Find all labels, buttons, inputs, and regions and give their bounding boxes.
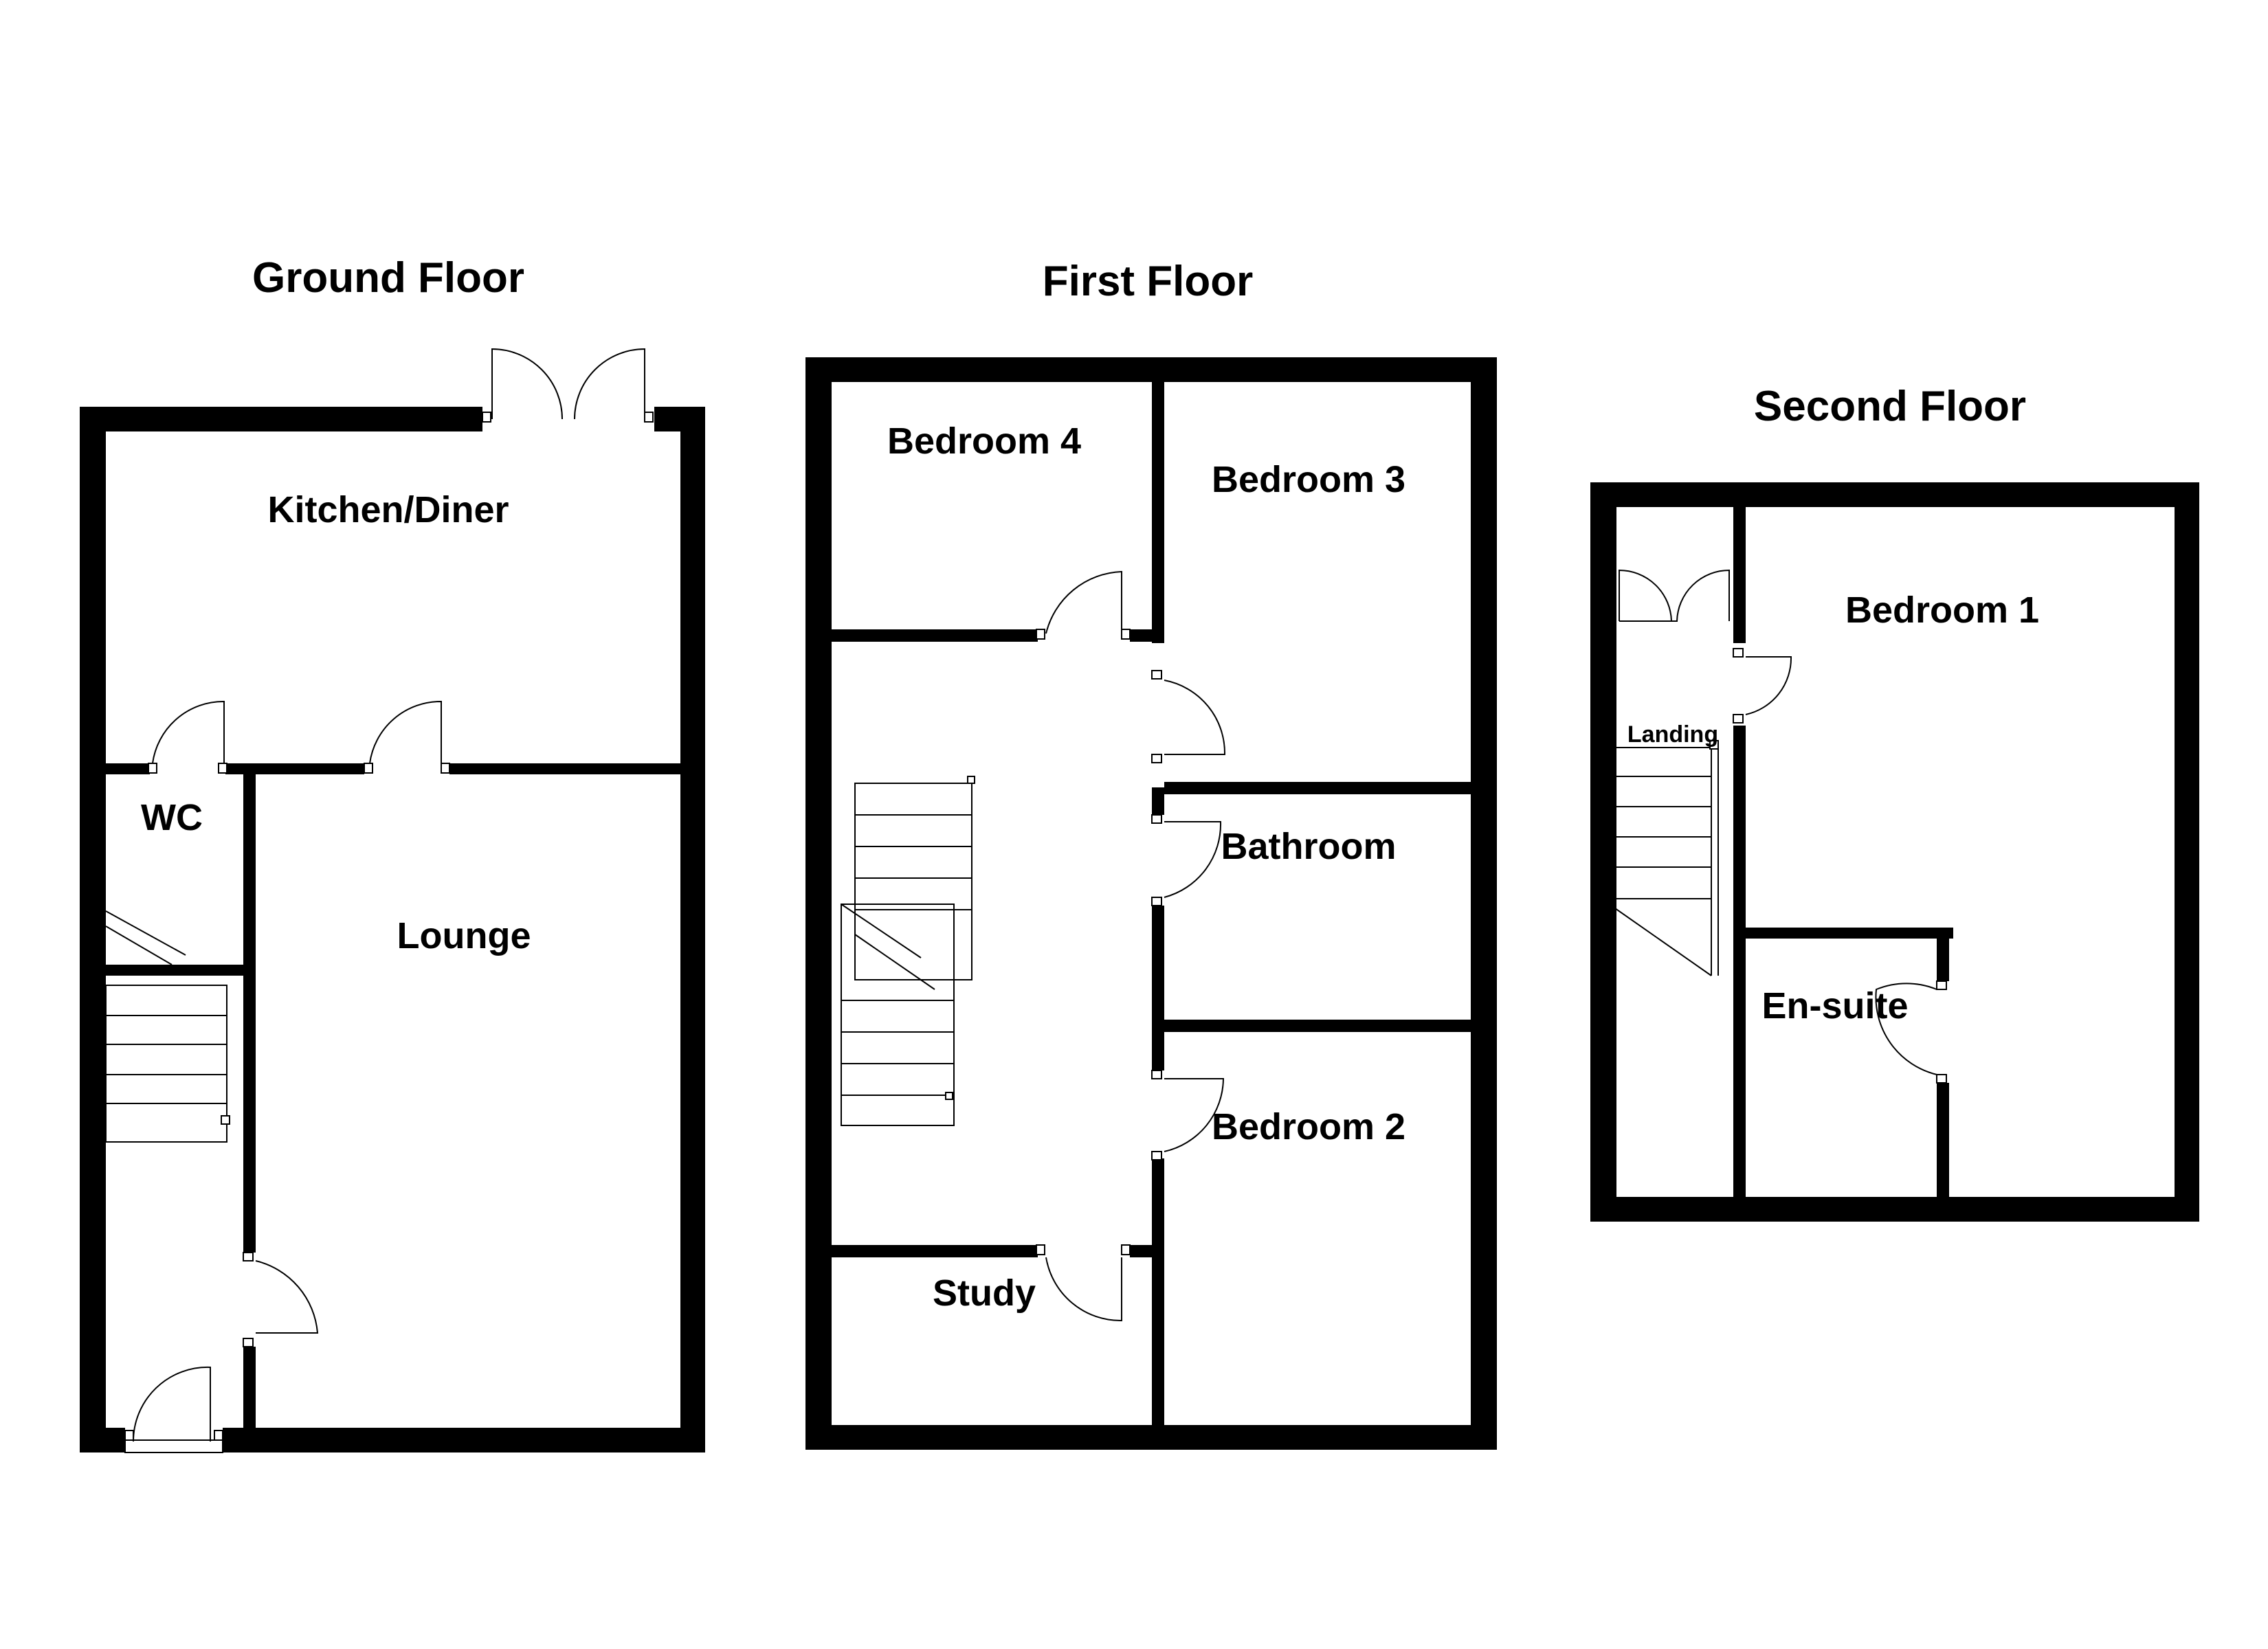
ground-lounge-wall-lower [243,1347,256,1428]
ground-hall-door [255,1260,319,1334]
second-ensuite-top [1746,928,1953,939]
ground-divider-wc [106,763,150,774]
second-floor-plan: Second Floor [1590,383,2199,1222]
first-jamb [1151,1151,1162,1160]
ground-jamb [243,1252,254,1261]
room-label-bathroom: Bathroom [1221,826,1397,867]
second-cupboard-door-right [1619,569,1730,622]
ground-french-door-right [574,348,645,420]
first-wall-right [1471,357,1497,1450]
room-label-en-suite: En-suite [1761,985,1908,1027]
first-spine-bottom [1152,1158,1164,1425]
first-study-wall-end [1130,1245,1152,1257]
ground-jamb [214,1430,223,1441]
room-label-lounge: Lounge [397,915,531,956]
ground-jamb [441,763,450,774]
second-staircase [1601,740,1719,976]
first-spine-bath [1152,906,1164,1028]
first-bathroom-door [1164,821,1222,898]
second-wall-top [1590,482,2199,507]
second-landing-wall-bottom [1733,726,1746,1197]
ground-wall-right [680,407,705,1452]
second-bedroom1-door [1745,656,1792,715]
second-jamb [1936,980,1947,990]
ground-lounge-door [369,700,442,764]
room-label-bedroom-1: Bedroom 1 [1845,590,2039,631]
ground-floor-title: Ground Floor [252,254,524,302]
second-ensuite-right-upper [1937,928,1949,981]
first-jamb [1121,1244,1131,1255]
ground-jamb [482,412,491,423]
second-jamb [1733,648,1744,658]
second-wall-left [1590,482,1616,1222]
first-wall-top [805,357,1497,382]
ground-floor-plan: Ground Floor [80,254,705,1453]
ground-wc-wall [106,965,256,976]
ground-jamb [644,412,654,423]
first-spine-b2 [1152,1028,1164,1070]
ground-front-door [133,1366,211,1442]
second-floor-title: Second Floor [1754,383,2026,430]
second-wall-bottom [1590,1197,2199,1222]
ground-divider-lounge [449,763,680,774]
room-label-landing: Landing [1627,721,1718,748]
second-jamb [1936,1074,1947,1084]
first-bedroom2-door [1164,1078,1225,1152]
second-jamb [1733,714,1744,723]
first-bedroom4-door [1045,570,1122,634]
ground-staircase [105,910,230,1143]
room-label-bedroom-4: Bedroom 4 [887,420,1081,462]
ground-lounge-wall-upper [243,763,256,1253]
second-cupboard-door-left [1619,569,1672,622]
room-label-wc: WC [141,797,203,838]
first-spine-top [1152,382,1164,643]
room-label-bedroom-2: Bedroom 2 [1212,1106,1405,1147]
ground-wall-bottom-right [223,1428,705,1452]
first-bath-b2-wall [1164,1020,1471,1032]
first-b3-bath-wall [1164,782,1471,794]
room-label-kitchen-diner: Kitchen/Diner [267,489,509,530]
first-b4-wall [832,629,1038,642]
first-spine-b3b [1152,787,1164,815]
ground-wc-door [152,700,225,764]
room-label-bedroom-3: Bedroom 3 [1212,459,1405,500]
first-jamb [1151,754,1162,763]
second-ensuite-right-lower [1937,1083,1949,1197]
first-jamb [1151,814,1162,824]
first-jamb [1121,629,1131,640]
first-bedroom3-door [1164,680,1226,755]
first-jamb [1036,1244,1045,1255]
ground-jamb [124,1430,134,1441]
first-jamb [1151,670,1162,680]
first-jamb [1036,629,1045,640]
first-jamb [1151,897,1162,906]
first-study-wall [832,1245,1038,1257]
ground-jamb [364,763,373,774]
second-landing-wall-top [1733,507,1746,643]
first-b4-wall-end [1130,629,1152,642]
room-label-study: Study [933,1272,1036,1314]
first-wall-left [805,357,832,1450]
ground-wall-bottom-left [80,1428,125,1452]
second-wall-right [2175,482,2199,1222]
ground-divider-mid [225,763,364,774]
ground-jamb [218,763,227,774]
ground-french-door-left [491,348,563,420]
first-jamb [1151,1070,1162,1079]
ground-jamb [243,1338,254,1347]
ground-wall-top-left [80,407,482,431]
ground-jamb [148,763,157,774]
first-staircase [841,776,975,1126]
first-study-door [1045,1257,1122,1322]
first-floor-plan: First Floor [805,258,1497,1450]
ground-front-door-step [124,1439,223,1453]
first-wall-bottom [805,1425,1497,1450]
second-ensuite-door [1875,983,1937,1075]
first-floor-title: First Floor [1043,258,1254,305]
ground-wall-left [80,407,106,1452]
